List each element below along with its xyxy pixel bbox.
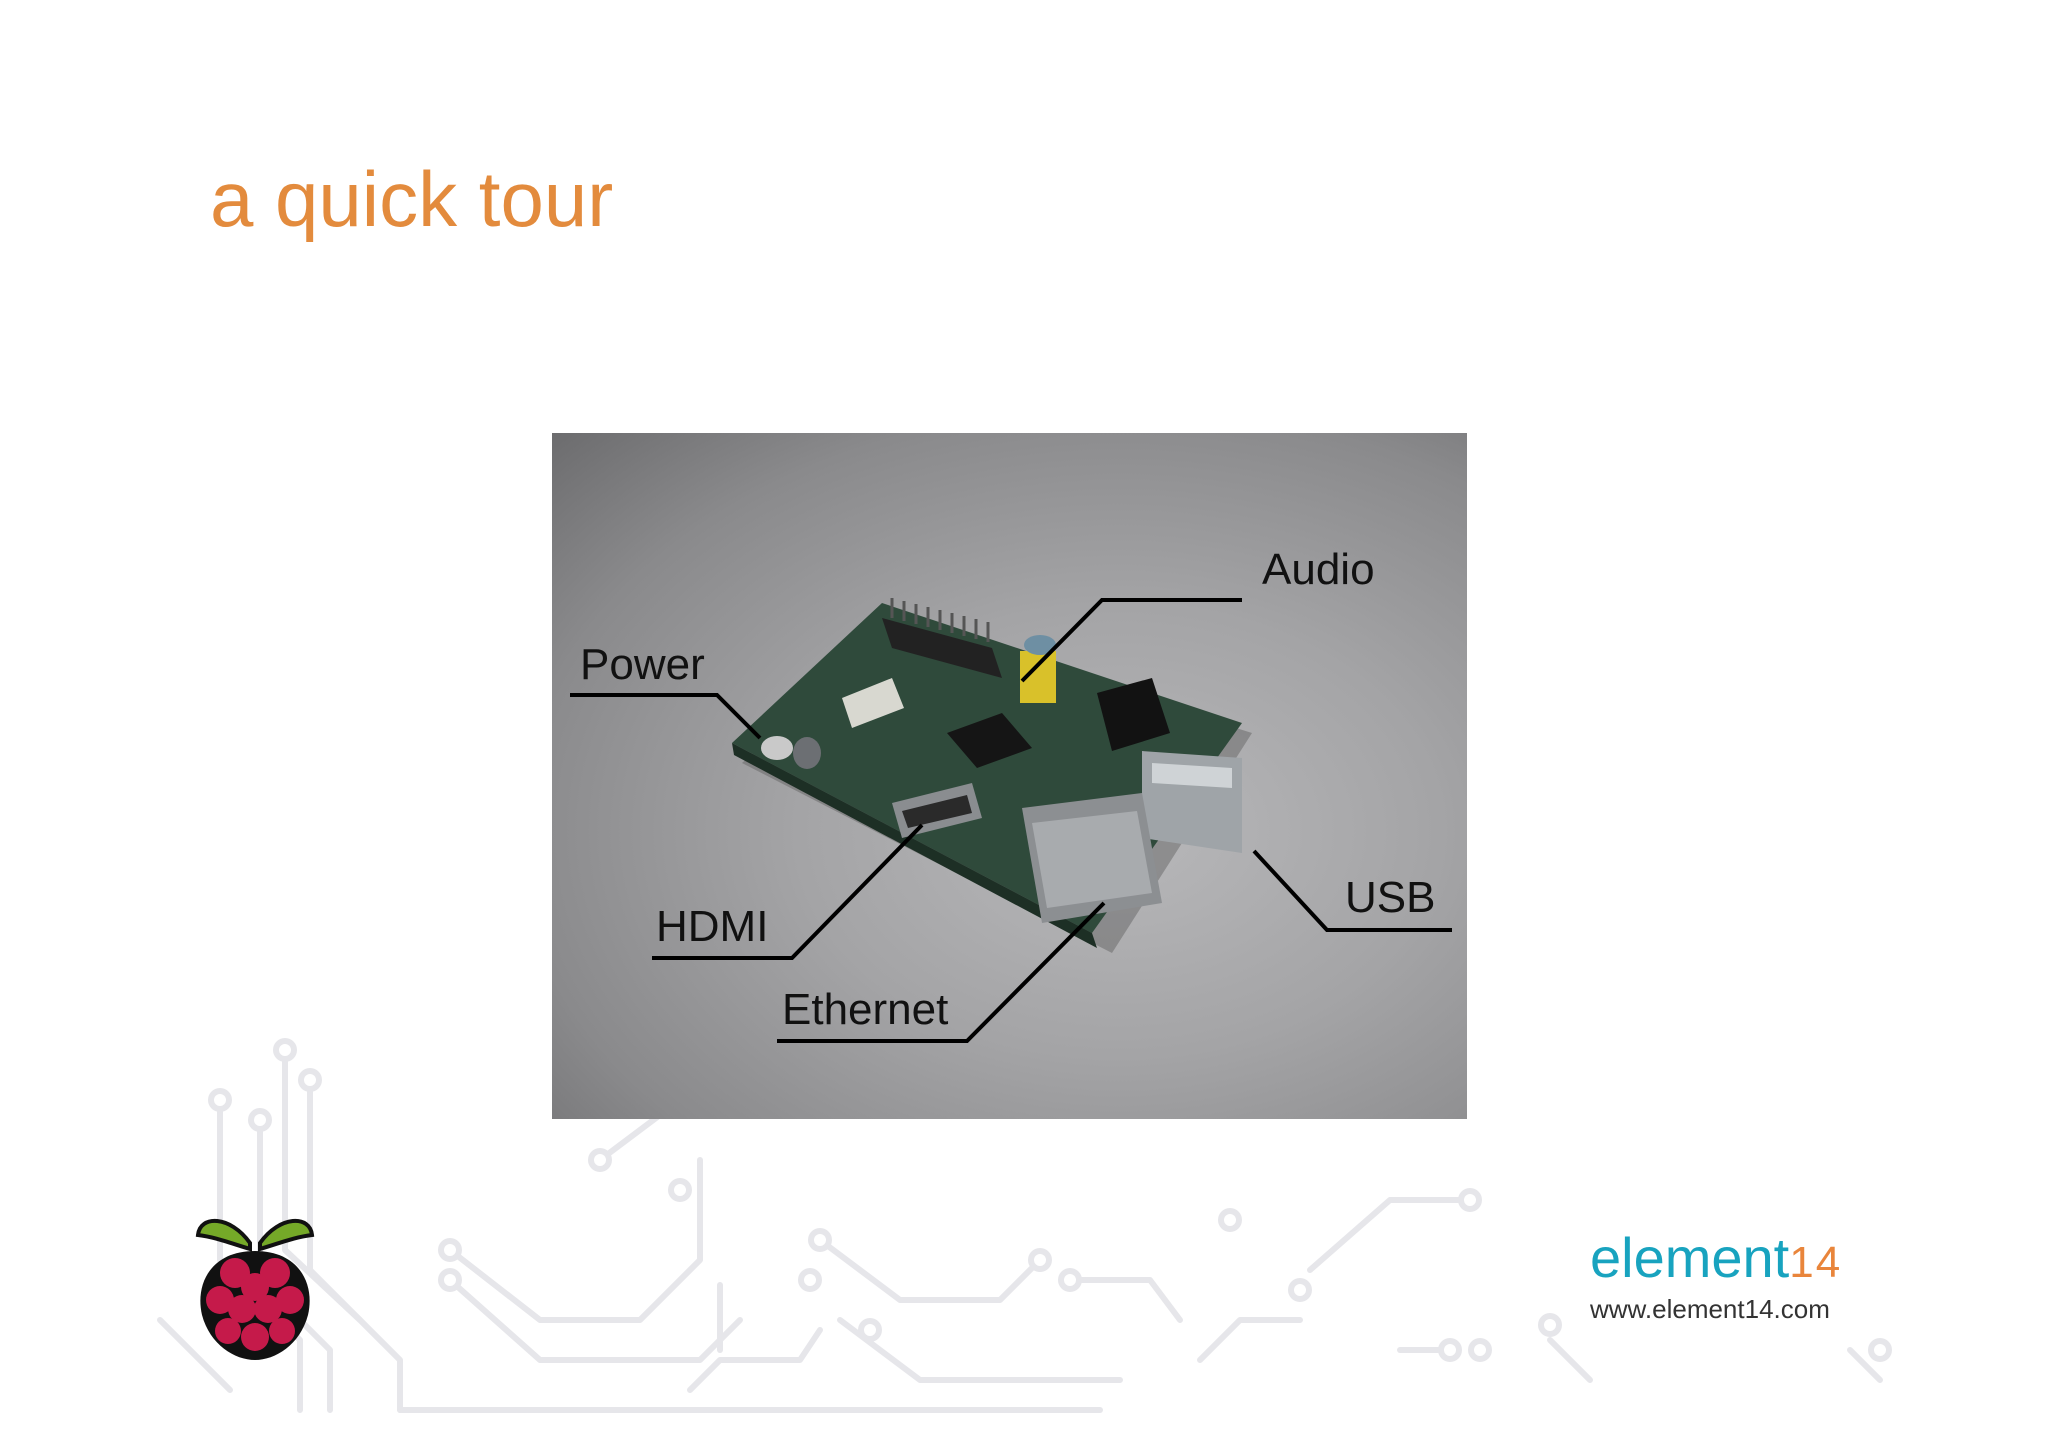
- raspberry-pi-logo: [195, 1219, 315, 1360]
- callout-usb: USB: [1345, 873, 1436, 922]
- brand-url: www.element14.com: [1590, 1294, 1830, 1324]
- brand-wordmark: element14: [1590, 1230, 1880, 1286]
- brand-suffix: 14: [1789, 1238, 1843, 1287]
- brand-name: element: [1590, 1226, 1790, 1289]
- callout-hdmi: HDMI: [656, 902, 769, 951]
- callout-audio: Audio: [1262, 545, 1375, 594]
- board-photo: Power Audio USB HDMI Ethernet: [552, 433, 1467, 1119]
- board-illustration: [570, 598, 1452, 1043]
- callout-power: Power: [580, 640, 705, 689]
- callout-ethernet: Ethernet: [782, 985, 949, 1034]
- slide-title: a quick tour: [210, 155, 614, 243]
- element14-logo: element14 www.element14.com: [1590, 1230, 1880, 1325]
- circuit-trace-decoration: [157, 1038, 1892, 1413]
